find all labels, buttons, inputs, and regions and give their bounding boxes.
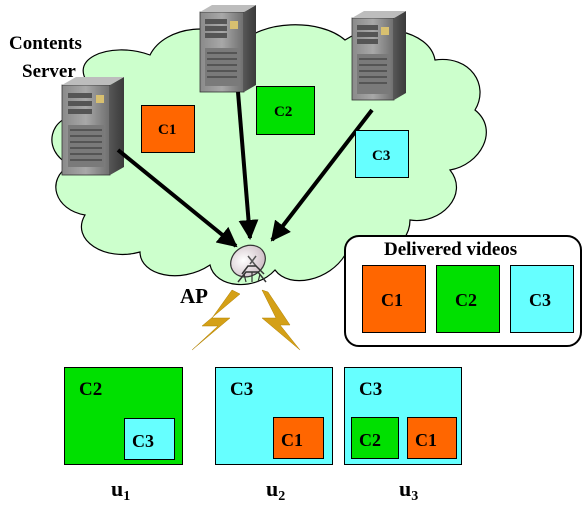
arrow-server2-to-ap — [236, 91, 259, 240]
arrow-server1-to-ap — [116, 148, 238, 248]
delivered-videos-panel — [344, 235, 582, 347]
server-icon — [61, 77, 124, 176]
server-icon — [351, 11, 406, 101]
wireless-signal-icon — [191, 289, 301, 351]
server-icon — [199, 5, 256, 93]
access-point-icon — [230, 244, 267, 283]
